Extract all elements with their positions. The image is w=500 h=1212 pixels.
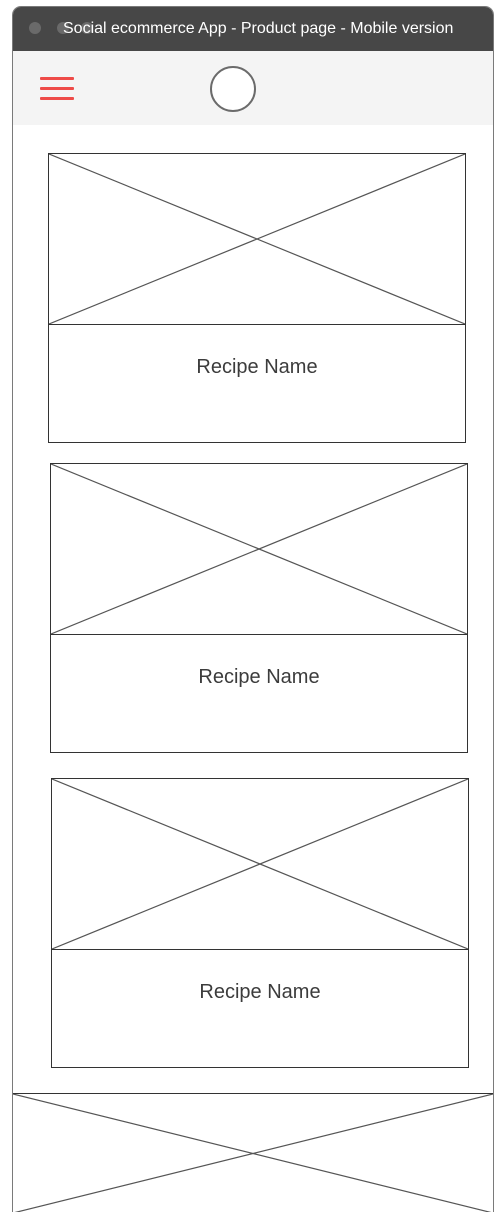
image-placeholder-icon <box>51 464 467 634</box>
recipe-card[interactable]: Recipe Name <box>51 778 469 1068</box>
window-maximize-icon[interactable] <box>81 22 93 34</box>
recipe-image-placeholder <box>52 779 468 950</box>
window-minimize-icon[interactable] <box>57 22 69 34</box>
window-titlebar: Social ecommerce App - Product page - Mo… <box>13 7 493 51</box>
image-placeholder-icon <box>52 779 468 949</box>
recipe-card[interactable]: Recipe Name <box>50 463 468 753</box>
recipe-name: Recipe Name <box>199 981 321 1003</box>
recipe-name: Recipe Name <box>198 666 320 688</box>
recipe-image-placeholder <box>51 464 467 635</box>
window-title: Social ecommerce App - Product page - Mo… <box>63 20 454 37</box>
logo-placeholder-icon[interactable] <box>210 66 256 112</box>
recipe-name: Recipe Name <box>196 356 318 378</box>
app-window: Social ecommerce App - Product page - Mo… <box>12 6 494 1212</box>
footer-image-placeholder <box>13 1093 493 1212</box>
recipe-image-placeholder <box>49 154 465 325</box>
app-header <box>13 51 493 125</box>
window-close-icon[interactable] <box>29 22 41 34</box>
image-placeholder-icon <box>49 154 465 324</box>
hamburger-menu-icon[interactable] <box>40 77 74 101</box>
recipe-card[interactable]: Recipe Name <box>48 153 466 443</box>
image-placeholder-icon <box>13 1094 493 1212</box>
